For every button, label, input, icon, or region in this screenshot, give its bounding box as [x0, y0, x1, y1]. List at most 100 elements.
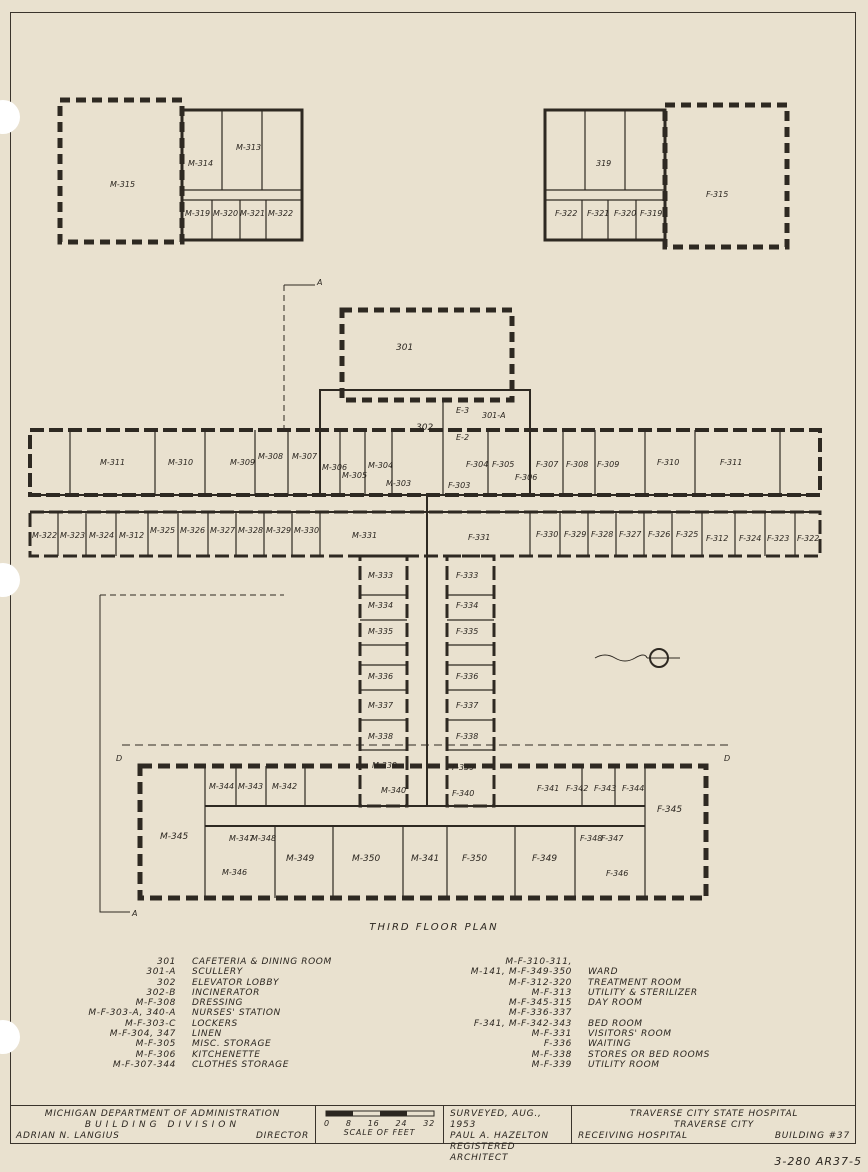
scale-tick: 24	[395, 1119, 408, 1128]
room-label: M-347	[229, 834, 255, 843]
room-label: F-335	[456, 627, 478, 636]
legend-description: NURSES' STATION	[192, 1008, 281, 1019]
walls	[28, 97, 822, 913]
room-label: M-315	[110, 180, 135, 189]
legend-row: M-F-310-311,	[446, 957, 710, 967]
room-label: F-308	[566, 460, 588, 469]
room-label: F-349	[532, 854, 557, 864]
legend-description: WARD	[588, 967, 619, 978]
room-label: 301-A	[482, 411, 506, 420]
wing-upper-left	[180, 108, 304, 242]
legend-code: M-F-339	[531, 1059, 572, 1070]
legend-description: SCULLERY	[192, 967, 243, 978]
legend-code: F-336	[543, 1039, 572, 1050]
room-label: F-319	[640, 209, 662, 218]
room-label: M-326	[180, 526, 205, 535]
room-label: F-348	[580, 834, 602, 843]
scale-cell: 0 8 16 24 32 SCALE OF FEET	[316, 1106, 444, 1144]
wall-f315	[662, 102, 790, 250]
room-label: F-333	[456, 571, 478, 580]
room-label: M-346	[222, 868, 247, 877]
section-marker-a: A	[316, 278, 322, 287]
legend-description: CLOTHES STORAGE	[192, 1059, 289, 1070]
room-label: F-327	[619, 530, 642, 539]
room-label: M-323	[60, 531, 85, 540]
room-label: F-350	[462, 854, 487, 864]
room-label: M-313	[236, 143, 261, 152]
room-label: M-308	[258, 452, 283, 461]
survey-cell: SURVEYED, AUG., 1953 PAUL A. HAZELTON RE…	[444, 1106, 572, 1163]
room-label: M-331	[352, 531, 377, 540]
room-label: M-322	[32, 531, 57, 540]
room-label: E-2	[456, 433, 469, 442]
room-label: M-321	[240, 209, 265, 218]
room-label: M-325	[150, 526, 175, 535]
binder-hole	[0, 100, 20, 134]
room-label: F-331	[468, 533, 490, 542]
spine-east	[445, 554, 496, 808]
room-label: M-328	[238, 526, 263, 535]
room-label: F-329	[564, 530, 586, 539]
room-label: M-304	[368, 461, 393, 470]
hospital-name: TRAVERSE CITY STATE HOSPITAL	[629, 1109, 799, 1119]
legend-description: DAY ROOM	[588, 998, 643, 1009]
legend-code: M-F-312-320	[508, 977, 572, 988]
room-label: F-304	[466, 460, 488, 469]
spine-west	[358, 554, 409, 808]
room-label: M-306	[322, 463, 347, 472]
room-label: M-336	[368, 672, 393, 681]
room-label: F-322	[797, 534, 819, 543]
legend-description: CAFETERIA & DINING ROOM	[192, 957, 332, 967]
binder-hole	[0, 563, 20, 597]
room-label: F-323	[767, 534, 789, 543]
scale-tick: 8	[345, 1119, 352, 1128]
room-label: M-337	[368, 701, 394, 710]
legend-description: VISITORS' ROOM	[588, 1029, 672, 1040]
room-label: M-314	[188, 159, 213, 168]
room-label: F-309	[597, 460, 619, 469]
legend-description: ELEVATOR LOBBY	[192, 977, 280, 988]
room-label: F-325	[676, 530, 698, 539]
wing-upper-right	[543, 108, 667, 242]
wall-cafeteria	[339, 307, 515, 403]
scale-tick: 0	[324, 1119, 330, 1128]
legend-code: M-F-345-315	[508, 998, 572, 1009]
room-label: M-345	[160, 832, 188, 842]
room-label: M-348	[251, 834, 276, 843]
legend-code: 302	[157, 977, 176, 988]
room-label: F-344	[622, 784, 644, 793]
director-name: ADRIAN N. LANGIUS	[16, 1131, 120, 1141]
title-block: MICHIGAN DEPARTMENT OF ADMINISTRATION BU…	[10, 1105, 856, 1163]
legend-code: M-F-303-C	[124, 1018, 176, 1029]
room-label: M-350	[352, 854, 380, 864]
legend-row: M-F-331 VISITORS' ROOM	[446, 1029, 710, 1039]
scale-tick: 16	[367, 1119, 380, 1128]
wing-south	[28, 510, 822, 558]
legend-code: 301-A	[146, 967, 176, 978]
room-label: M-341	[411, 854, 439, 864]
room-label: M-340	[381, 786, 406, 795]
room-label: M-339	[372, 761, 397, 770]
legend-description: STORES OR BED ROOMS	[588, 1049, 710, 1060]
room-label: F-337	[456, 701, 479, 710]
room-label: 319	[596, 159, 611, 168]
room-label: F-306	[515, 473, 537, 482]
room-label: F-315	[706, 190, 728, 199]
room-label: M-305	[342, 471, 367, 480]
room-label: F-334	[456, 601, 478, 610]
legend-code: M-F-331	[531, 1029, 572, 1040]
wing-north	[28, 428, 822, 497]
section-line-a	[99, 595, 130, 913]
room-label: F-324	[739, 534, 761, 543]
hospital-city: TRAVERSE CITY	[673, 1120, 755, 1130]
legend-code: M-F-303-A, 340-A	[88, 1008, 176, 1019]
room-label: M-324	[89, 531, 114, 540]
